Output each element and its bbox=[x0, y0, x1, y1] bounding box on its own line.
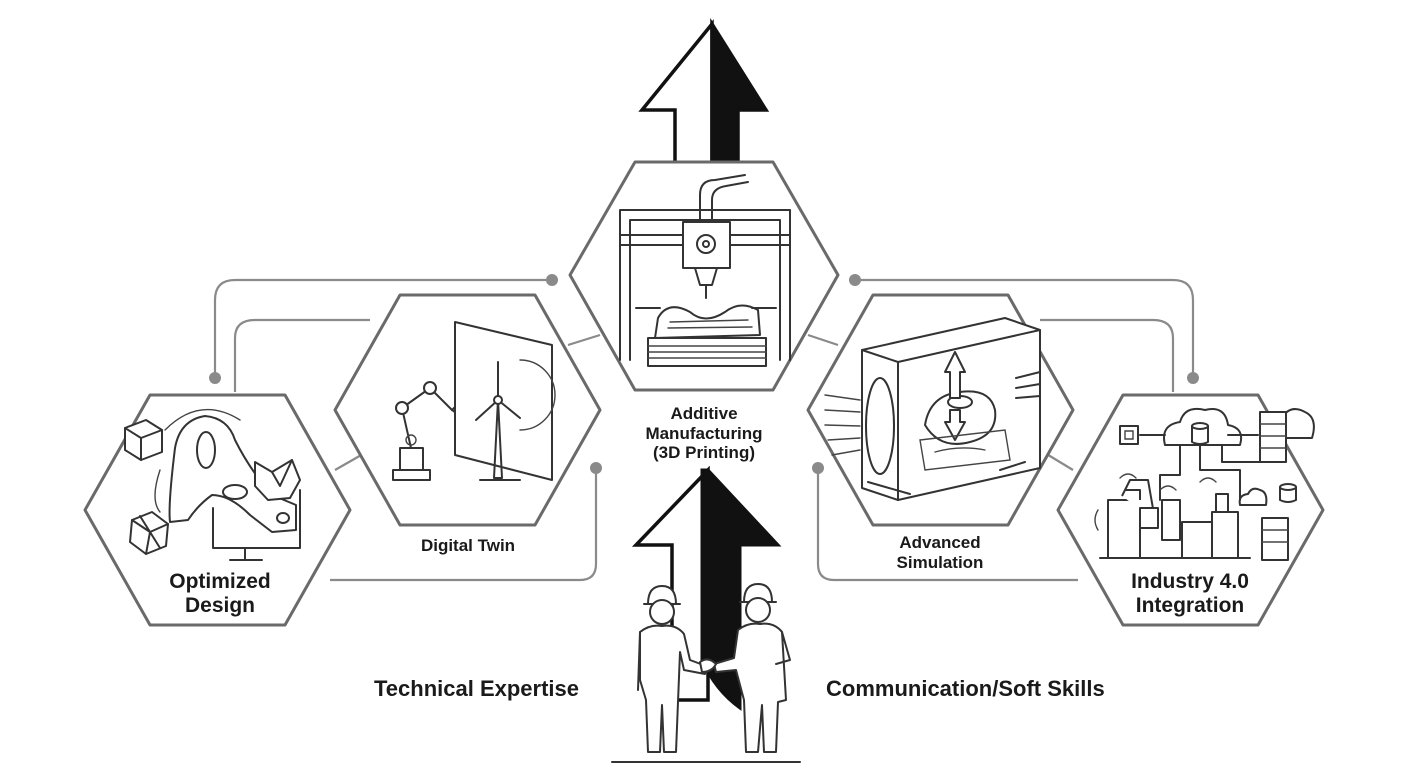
hex-industry-40 bbox=[1056, 393, 1325, 627]
label-simulation-line2: Simulation bbox=[896, 552, 984, 572]
label-digital-twin-line1: Digital Twin bbox=[420, 536, 516, 555]
label-industry-line2: Integration bbox=[1135, 594, 1245, 618]
label-simulation-line1: Advanced bbox=[899, 533, 981, 552]
handshake-icon bbox=[699, 658, 717, 673]
label-additive-line2: Manufacturing bbox=[645, 423, 763, 443]
bottom-growth-arrow bbox=[631, 465, 782, 711]
top-growth-arrow bbox=[638, 17, 770, 170]
simulation-chamber-icon bbox=[824, 317, 1041, 501]
connector-lines bbox=[209, 274, 1199, 582]
label-technical-expertise: Technical Expertise bbox=[374, 676, 580, 701]
label-optimized-design-line1: Optimized bbox=[169, 570, 271, 593]
label-optimized-design: Optimized Design bbox=[130, 570, 310, 618]
label-digital-twin: Digital Twin bbox=[378, 536, 558, 556]
engineer-figure-icon bbox=[611, 583, 801, 763]
label-additive-manufacturing: Additive Manufacturing (3D Printing) bbox=[614, 404, 794, 463]
topology-part-icon bbox=[124, 408, 301, 561]
label-additive-line3: (3D Printing) bbox=[653, 443, 755, 463]
3d-printer-icon bbox=[619, 174, 791, 367]
factory-machine-icon bbox=[1094, 434, 1261, 559]
robot-arm-icon bbox=[392, 381, 461, 481]
label-advanced-simulation: Advanced Simulation bbox=[850, 533, 1030, 572]
label-industry-line1: Industry 4.0 bbox=[1131, 570, 1249, 593]
wind-turbine-icon bbox=[454, 321, 556, 481]
label-additive-line1: Additive bbox=[670, 404, 738, 423]
label-optimized-design-line2: Design bbox=[184, 594, 255, 618]
server-rack-icon bbox=[1119, 411, 1289, 561]
label-industry-40: Industry 4.0 Integration bbox=[1090, 570, 1290, 618]
label-communication-soft-skills: Communication/Soft Skills bbox=[826, 676, 1105, 701]
database-icon bbox=[1191, 422, 1297, 503]
